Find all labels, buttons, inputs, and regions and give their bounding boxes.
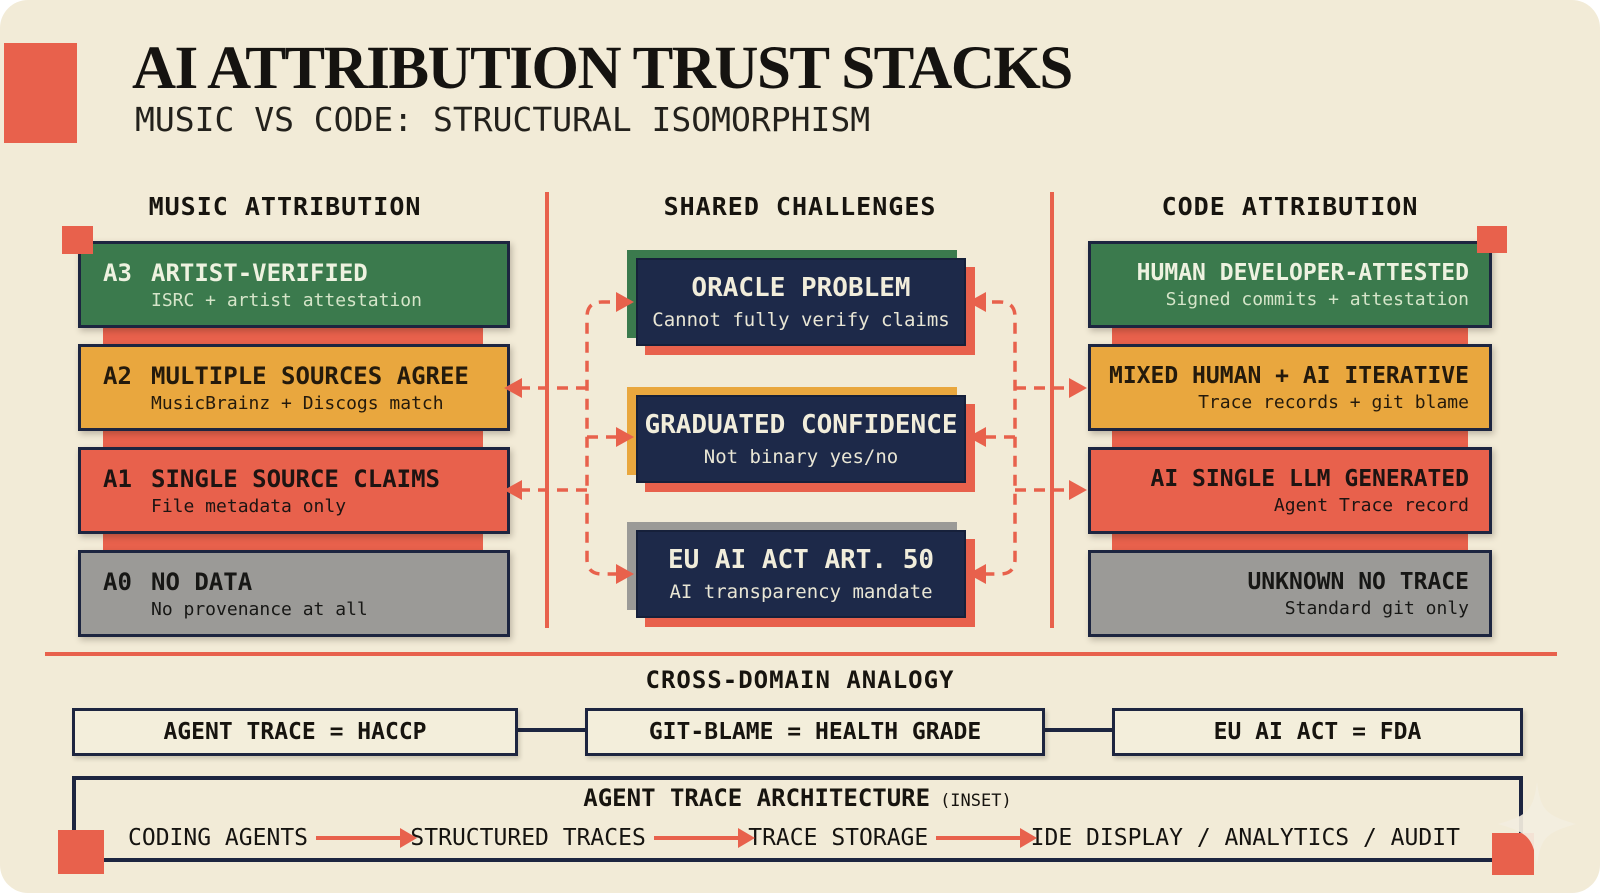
level-title: ARTIST-VERIFIED (151, 258, 368, 287)
accent-square-music-top (62, 226, 93, 254)
flow-step-ide-display: IDE DISPLAY / ANALYTICS / AUDIT (1030, 825, 1460, 851)
level-title: NO DATA (151, 567, 253, 596)
level-code: A1 (103, 464, 132, 493)
level-code: A2 (103, 361, 132, 390)
accent-square-code-top (1477, 226, 1507, 253)
music-level-a0: A0 NO DATA No provenance at all (78, 550, 510, 637)
level-subtitle: Signed commits + attestation (1165, 288, 1469, 310)
level-subtitle: Standard git only (1284, 597, 1469, 619)
accent-square-bottom-left (58, 830, 104, 874)
level-subtitle: ISRC + artist attestation (151, 289, 422, 311)
level-title: UNKNOWN NO TRACE (1247, 568, 1469, 595)
level-subtitle: MusicBrainz + Discogs match (151, 392, 444, 414)
level-title: MULTIPLE SOURCES AGREE (151, 361, 469, 390)
shared-box-eu-ai-act: EU AI ACT ART. 50 AI transparency mandat… (627, 522, 975, 627)
challenge-title: ORACLE PROBLEM (691, 273, 911, 303)
divider-right-vertical (1050, 192, 1054, 628)
challenge-subtitle: AI transparency mandate (669, 581, 933, 603)
challenge-title: EU AI ACT ART. 50 (667, 545, 935, 575)
level-code: A0 (103, 567, 132, 596)
analogy-box-health-grade: GIT-BLAME = HEALTH GRADE (585, 708, 1045, 756)
code-level-ai-generated: AI SINGLE LLM GENERATED Agent Trace reco… (1088, 447, 1492, 534)
column-header-shared: SHARED CHALLENGES (663, 192, 937, 221)
column-header-music: MUSIC ATTRIBUTION (148, 192, 422, 221)
level-code: A3 (103, 258, 132, 287)
analogy-connector (518, 728, 585, 732)
inset-title: AGENT TRACE ARCHITECTURE (INSET) (72, 784, 1523, 812)
accent-square-bottom-right (1492, 833, 1534, 875)
challenge-subtitle: Cannot fully verify claims (652, 309, 950, 331)
analogy-label: AGENT TRACE = HACCP (163, 719, 427, 745)
music-level-a3: A3 ARTIST-VERIFIED ISRC + artist attestat… (78, 241, 510, 328)
level-subtitle: No provenance at all (151, 598, 368, 620)
level-title: MIXED HUMAN + AI ITERATIVE (1108, 362, 1469, 389)
music-level-a1: A1 SINGLE SOURCE CLAIMS File metadata onl… (78, 447, 510, 534)
flow-arrow-icon (936, 828, 1038, 848)
analogy-box-haccp: AGENT TRACE = HACCP (72, 708, 518, 756)
level-subtitle: Trace records + git blame (1198, 391, 1469, 413)
inset-title-text: AGENT TRACE ARCHITECTURE (583, 784, 931, 812)
shared-box-oracle-problem: ORACLE PROBLEM Cannot fully verify claim… (627, 250, 975, 355)
analogy-box-fda: EU AI ACT = FDA (1112, 708, 1523, 756)
sparkle-icon (1498, 782, 1576, 866)
flow-arrow-icon (316, 828, 418, 848)
accent-block-top-left (4, 43, 77, 143)
level-title: SINGLE SOURCE CLAIMS (151, 464, 440, 493)
shared-box-graduated-confidence: GRADUATED CONFIDENCE Not binary yes/no (627, 387, 975, 492)
challenge-title: GRADUATED CONFIDENCE (644, 410, 958, 440)
page-subtitle: MUSIC VS CODE: STRUCTURAL ISOMORPHISM (135, 100, 871, 139)
music-level-a2: A2 MULTIPLE SOURCES AGREE MusicBrainz + D… (78, 344, 510, 431)
flow-step-trace-storage: TRACE STORAGE (748, 825, 929, 851)
agent-trace-flow: CODING AGENTS STRUCTURED TRACES TRACE ST… (128, 820, 1460, 856)
code-level-unknown: UNKNOWN NO TRACE Standard git only (1088, 550, 1492, 637)
section-divider-line (45, 652, 1557, 656)
analogy-label: GIT-BLAME = HEALTH GRADE (648, 719, 982, 745)
code-level-attested: HUMAN DEVELOPER-ATTESTED Signed commits … (1088, 241, 1492, 328)
flow-step-structured-traces: STRUCTURED TRACES (410, 825, 646, 851)
analogy-connector (1045, 728, 1112, 732)
level-subtitle: Agent Trace record (1273, 494, 1469, 516)
page-title: AI ATTRIBUTION TRUST STACKS (132, 35, 1073, 102)
level-subtitle: File metadata only (151, 495, 347, 517)
inset-tag: (INSET) (940, 791, 1012, 811)
level-title: HUMAN DEVELOPER-ATTESTED (1136, 259, 1469, 286)
divider-left-vertical (545, 192, 549, 628)
level-title: AI SINGLE LLM GENERATED (1150, 465, 1470, 492)
flow-arrow-icon (654, 828, 756, 848)
analogy-label: EU AI ACT = FDA (1213, 719, 1422, 745)
column-header-code: CODE ATTRIBUTION (1161, 192, 1419, 221)
flow-step-coding-agents: CODING AGENTS (128, 825, 309, 851)
challenge-subtitle: Not binary yes/no (703, 446, 899, 468)
code-level-mixed: MIXED HUMAN + AI ITERATIVE Trace records… (1088, 344, 1492, 431)
analogy-header: CROSS-DOMAIN ANALOGY (645, 666, 955, 694)
